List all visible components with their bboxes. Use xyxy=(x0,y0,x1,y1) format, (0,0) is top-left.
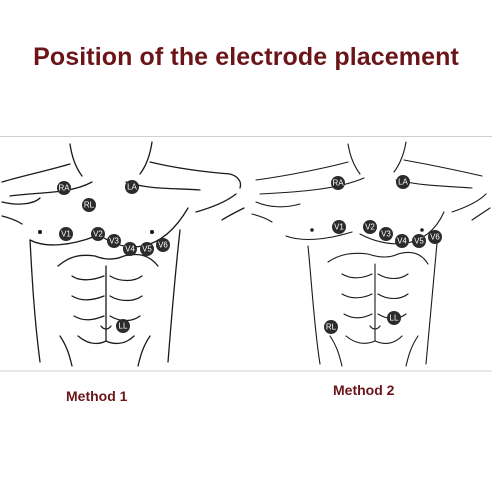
method-1-label: Method 1 xyxy=(66,388,128,404)
electrode-v3-marker xyxy=(379,227,393,241)
nipple-mark xyxy=(37,229,43,235)
nipple-mark xyxy=(149,229,155,235)
electrode-v5-marker xyxy=(412,234,426,248)
nipple-mark xyxy=(420,228,424,232)
electrode-v4-label: V4 xyxy=(125,245,135,254)
electrode-v6-label: V6 xyxy=(158,241,168,250)
electrode-v1-marker xyxy=(59,227,73,241)
electrode-ll-marker xyxy=(387,311,401,325)
electrode-ra-marker xyxy=(57,181,71,195)
electrode-ll-label: LL xyxy=(119,322,128,331)
electrode-v6-marker xyxy=(428,230,442,244)
electrode-ra-label: RA xyxy=(58,184,70,193)
electrode-v1-label: V1 xyxy=(334,223,344,232)
electrode-v2-label: V2 xyxy=(365,223,375,232)
electrode-la-label: LA xyxy=(127,183,137,192)
electrode-v5-label: V5 xyxy=(142,245,152,254)
electrode-ll-marker xyxy=(116,319,130,333)
electrode-v2-label: V2 xyxy=(93,230,103,239)
electrode-rl-marker xyxy=(82,198,96,212)
electrode-v3-marker xyxy=(107,234,121,248)
electrode-rl-label: RL xyxy=(326,323,337,332)
electrode-rl-label: RL xyxy=(84,201,95,210)
electrode-v2-marker xyxy=(91,227,105,241)
page-title: Position of the electrode placement xyxy=(33,43,459,71)
electrode-v4-marker xyxy=(123,242,137,256)
torso-outline xyxy=(251,141,491,367)
electrode-la-marker xyxy=(396,175,410,189)
electrode-v3-label: V3 xyxy=(109,237,119,246)
electrode-la-label: LA xyxy=(398,178,408,187)
electrode-v5-marker xyxy=(140,242,154,256)
electrode-v5-label: V5 xyxy=(414,237,424,246)
electrode-v2-marker xyxy=(363,220,377,234)
electrode-ra-marker xyxy=(331,176,345,190)
electrode-v6-label: V6 xyxy=(430,233,440,242)
electrode-v1-label: V1 xyxy=(61,230,71,239)
electrode-v3-label: V3 xyxy=(381,230,391,239)
electrode-rl-marker xyxy=(324,320,338,334)
electrode-ll-label: LL xyxy=(390,314,399,323)
electrode-v4-label: V4 xyxy=(397,237,407,246)
nipple-mark xyxy=(310,228,314,232)
electrode-v6-marker xyxy=(156,238,170,252)
electrode-la-marker xyxy=(125,180,139,194)
electrode-v4-marker xyxy=(395,234,409,248)
method-2-label: Method 2 xyxy=(333,382,395,398)
electrode-ra-label: RA xyxy=(332,179,344,188)
electrode-v1-marker xyxy=(332,220,346,234)
